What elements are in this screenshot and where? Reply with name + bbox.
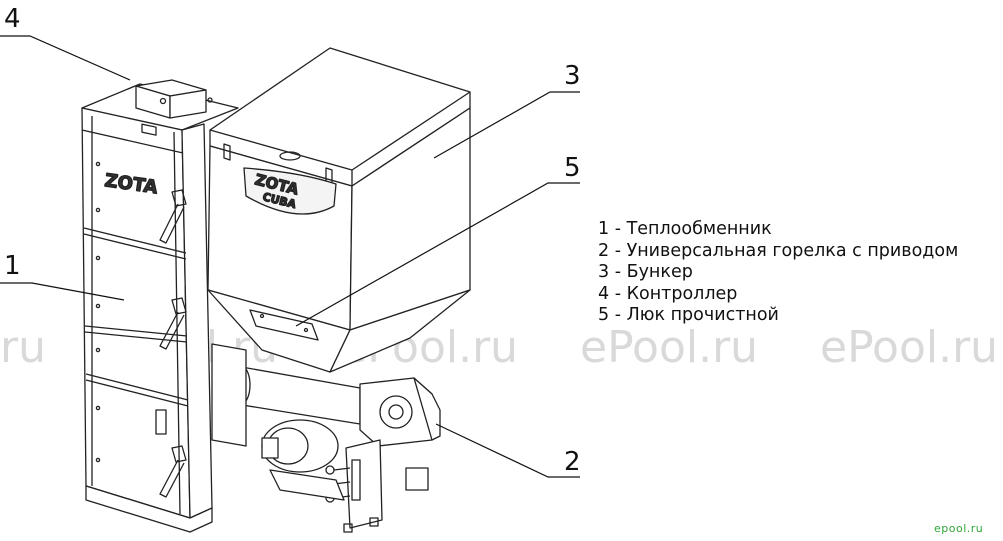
legend-item: 4 - Контроллер [598, 283, 738, 304]
burner [211, 343, 441, 533]
heat-exchanger: ZOTA [81, 83, 239, 533]
legend-item: 2 - Универсальная горелка с приводом [598, 240, 959, 261]
watermark-partial: ru [0, 322, 46, 373]
callout-3: 3 [564, 61, 581, 91]
legend-item: 5 - Люк прочистной [598, 305, 779, 325]
corner-logo: epool.ru [934, 522, 984, 535]
hopper: ZOTA CUBA [207, 47, 471, 373]
watermark: ePool.ru [820, 322, 998, 373]
callout-1: 1 [4, 251, 21, 281]
controller [135, 79, 213, 136]
leader-lines [0, 35, 580, 478]
legend-item: 3 - Бункер [598, 262, 693, 282]
watermark: ePool.ru [580, 322, 758, 373]
callout-4: 4 [4, 4, 21, 34]
callout-5: 5 [564, 153, 581, 183]
parts-legend: 1 - Теплообменник 2 - Универсальная горе… [598, 219, 958, 327]
legend-item: 1 - Теплообменник [598, 219, 772, 239]
callout-2: 2 [564, 447, 581, 477]
cleaning-hatch [249, 309, 319, 341]
